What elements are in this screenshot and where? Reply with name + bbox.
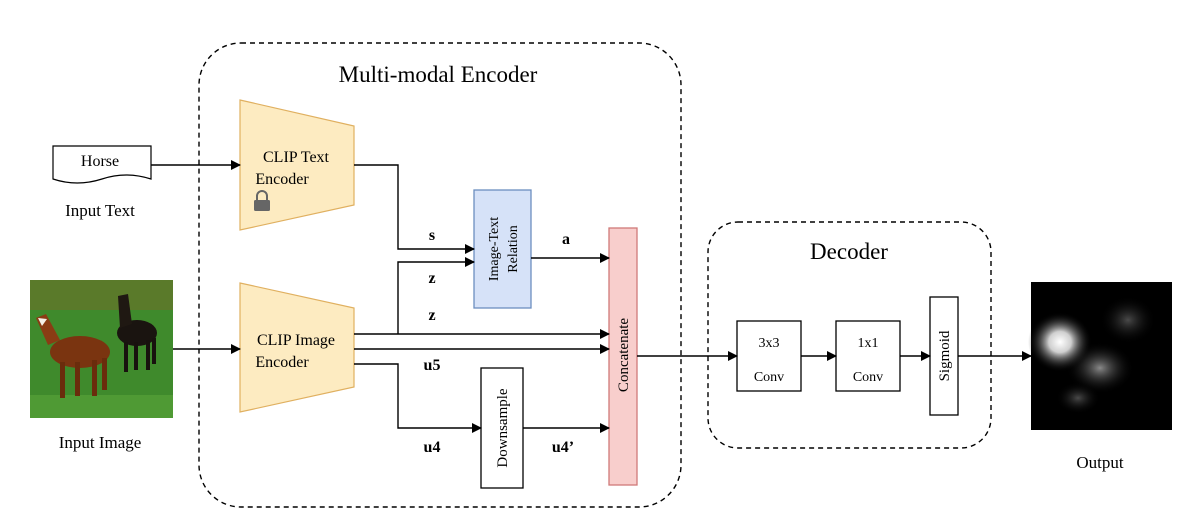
conv1x1-line2: Conv — [853, 370, 883, 385]
clip-text-encoder — [239, 99, 355, 231]
label-z-bottom: z — [428, 307, 435, 324]
concatenate-label: Concatenate — [616, 318, 632, 392]
encoder-title: Multi-modal Encoder — [339, 62, 538, 87]
relation-line1: Image-Text — [487, 217, 502, 281]
encoder-container — [198, 42, 682, 508]
clip-image-encoder-line2: Encoder — [255, 354, 309, 371]
decoder-container — [707, 221, 992, 449]
label-u5: u5 — [424, 357, 441, 374]
clip-text-encoder-line2: Encoder — [255, 171, 309, 188]
label-s: s — [429, 227, 435, 244]
label-u4: u4 — [424, 439, 441, 456]
conv3x3-line1: 3x3 — [759, 336, 780, 351]
label-a: a — [562, 231, 570, 248]
input-text-document — [52, 145, 152, 184]
decoder-title: Decoder — [810, 239, 888, 264]
relation-line2: Relation — [506, 225, 521, 272]
sigmoid-box — [929, 296, 959, 416]
output-label: Output — [1076, 453, 1124, 472]
image-text-relation-box — [473, 189, 532, 309]
input-image — [30, 280, 173, 418]
input-text-word: Horse — [81, 153, 119, 170]
clip-image-encoder — [239, 282, 355, 413]
sigmoid-label: Sigmoid — [937, 330, 953, 381]
conv3x3-line2: Conv — [754, 370, 784, 385]
output-saliency-map — [1028, 282, 1172, 430]
input-text-label: Input Text — [65, 201, 135, 220]
clip-image-encoder-line1: CLIP Image — [257, 332, 335, 349]
label-z-top: z — [428, 270, 435, 287]
concatenate-box — [608, 227, 638, 486]
label-u4-prime: u4’ — [552, 439, 574, 456]
downsample-label: Downsample — [495, 388, 511, 467]
clip-text-encoder-line1: CLIP Text — [263, 149, 330, 166]
connectors — [151, 160, 1032, 433]
input-image-label: Input Image — [59, 433, 142, 452]
lock-icon — [254, 190, 270, 211]
conv1x1-line1: 1x1 — [858, 336, 879, 351]
